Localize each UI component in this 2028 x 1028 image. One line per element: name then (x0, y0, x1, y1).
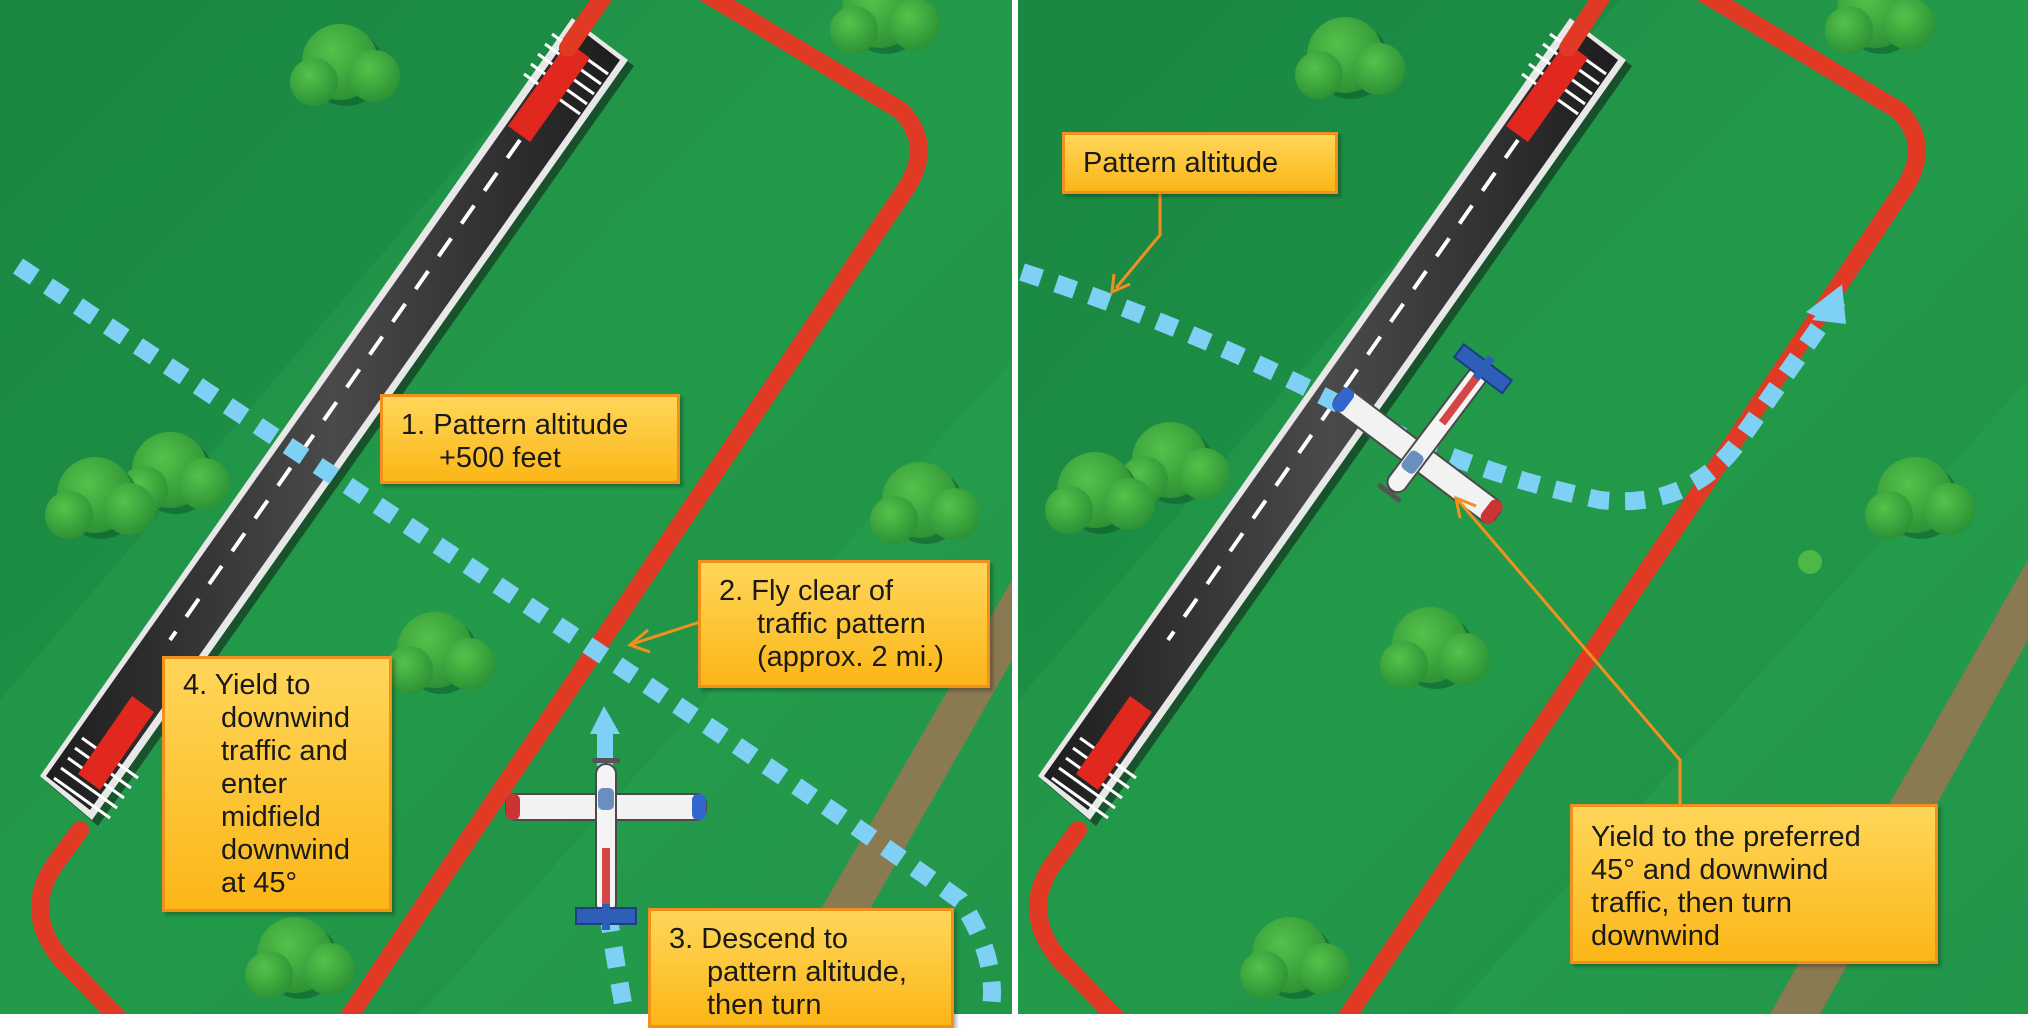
callout-pattern-altitude-plus-500: 1. Pattern altitude +500 feet (380, 394, 680, 484)
callout-line: pattern altitude, (707, 956, 907, 988)
callout-line: enter (221, 768, 288, 800)
callout-line: +500 feet (439, 442, 561, 474)
callout-line: traffic pattern (757, 608, 926, 640)
callout-line: traffic, then turn (1591, 887, 1792, 919)
tree-icon (1825, 0, 1935, 54)
callout-line: (approx. 2 mi.) (757, 641, 944, 673)
callout-line: downwind (221, 834, 350, 866)
callout-line: 3. Descend to (669, 923, 848, 955)
callout-pattern-altitude: Pattern altitude (1062, 132, 1338, 194)
callout-descend: 3. Descend to pattern altitude, then tur… (648, 908, 954, 1028)
leader-arrow (1110, 192, 1682, 805)
dirt-road (760, 580, 1012, 1014)
tree-icon (830, 0, 940, 54)
callout-line: 2. Fly clear of (719, 575, 894, 607)
traffic-pattern (1028, 0, 1926, 1014)
up-arrow-icon (590, 706, 620, 766)
leader-arrow (627, 620, 701, 654)
callout-line: downwind (1591, 920, 1720, 952)
callout-line: midfield (221, 801, 321, 833)
callout-line: downwind (221, 702, 350, 734)
callout-fly-clear: 2. Fly clear of traffic pattern (approx.… (698, 560, 990, 688)
left-panel (0, 0, 1012, 1014)
callout-line: at 45° (221, 867, 298, 899)
downwind-arrow-icon (1806, 284, 1846, 324)
callout-yield-enter-midfield: 4. Yield to downwind traffic and enter m… (162, 656, 392, 912)
callout-line: 45° and downwind (1591, 854, 1829, 886)
entry-route (13, 258, 1001, 1014)
callout-yield-preferred: Yield to the preferred 45° and downwind … (1570, 804, 1938, 964)
callout-line: traffic and (221, 735, 348, 767)
callout-line: then turn (707, 989, 822, 1021)
callout-line: Pattern altitude (1083, 147, 1279, 179)
runway (1038, 18, 1632, 826)
callout-line: Yield to the preferred (1591, 821, 1861, 853)
runway (40, 18, 634, 826)
callout-line: 1. Pattern altitude (401, 409, 629, 441)
callout-line: 4. Yield to (183, 669, 311, 701)
panel-divider (1012, 0, 1018, 1014)
